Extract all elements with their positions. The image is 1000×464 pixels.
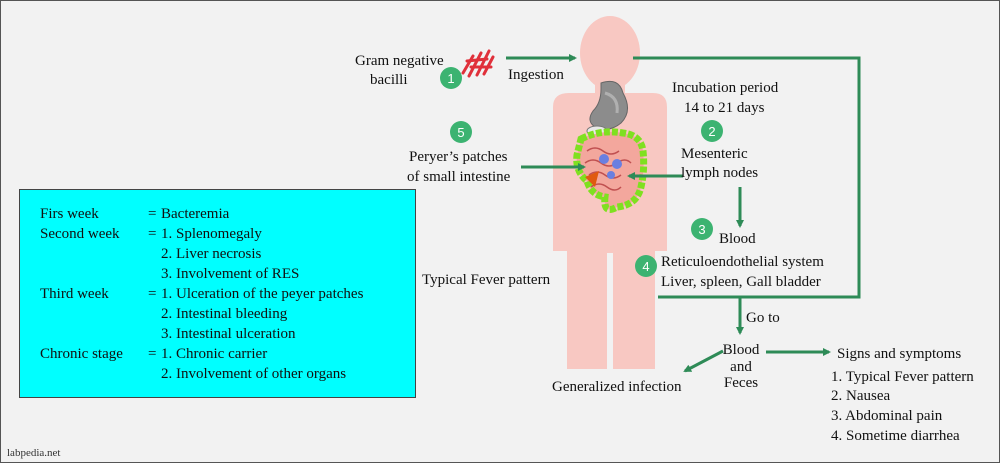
svg-text:1: 1 (447, 71, 454, 86)
week-equals: = (148, 346, 157, 362)
generalized-infection-label: Generalized infection (552, 379, 682, 395)
blood-feces-label-line2: and (730, 359, 752, 375)
step-badge-3: 3 (691, 218, 713, 240)
blood-feces-label-line1: Blood (723, 342, 760, 358)
bacteria-icon (461, 49, 495, 78)
week-equals: = (148, 226, 157, 242)
step-badge-4: 4 (635, 255, 657, 277)
bacteria-label-line2: bacilli (370, 72, 408, 88)
week-text: 2. Liver necrosis (161, 246, 262, 262)
signs-title: Signs and symptoms (837, 346, 961, 362)
week-equals: = (148, 206, 157, 222)
week-text: 1. Chronic carrier (161, 346, 268, 362)
week-text: Bacteremia (161, 206, 230, 222)
sign-item: 1. Typical Fever pattern (831, 369, 974, 385)
week-text: 2. Involvement of other organs (161, 366, 347, 382)
week-equals: = (148, 286, 157, 302)
week-label: Second week (40, 226, 120, 242)
week-text: 3. Intestinal ulceration (161, 326, 296, 342)
generalized-arrow (683, 349, 724, 373)
peyers-label-line2: of small intestine (407, 169, 511, 185)
week-text: 3. Involvement of RES (161, 266, 300, 282)
intestine-illustration (573, 128, 648, 213)
blood-label: Blood (719, 231, 756, 247)
weekly-stages-box: Firs week = Bacteremia Second week = 1. … (19, 189, 416, 398)
step-badge-1: 1 (440, 67, 462, 89)
res-label-line2: Liver, spleen, Gall bladder (661, 274, 821, 290)
watermark: labpedia.net (7, 447, 60, 459)
week-text: 1. Ulceration of the peyer patches (161, 286, 364, 302)
sign-item: 3. Abdominal pain (831, 408, 943, 424)
week-row: Chronic stage = 1. Chronic carrier (20, 344, 415, 364)
peyers-label-line1: Peryer’s patches (409, 149, 508, 165)
go-to-label: Go to (746, 310, 780, 326)
week-row: 2. Intestinal bleeding (20, 304, 415, 324)
res-label-line1: Reticuloendothelial system (661, 254, 824, 270)
sign-item: 2. Nausea (831, 388, 890, 404)
week-row: Firs week = Bacteremia (20, 204, 415, 224)
bacteria-label-line1: Gram negative (355, 53, 444, 69)
incubation-connector (633, 56, 861, 299)
week-row: 2. Involvement of other organs (20, 364, 415, 384)
step-badge-2: 2 (701, 120, 723, 142)
week-row: 2. Liver necrosis (20, 244, 415, 264)
week-row: Third week = 1. Ulceration of the peyer … (20, 284, 415, 304)
week-label: Firs week (40, 206, 99, 222)
week-row: 3. Intestinal ulceration (20, 324, 415, 344)
incubation-label-line1: Incubation period (672, 80, 779, 96)
week-label: Chronic stage (40, 346, 123, 362)
week-text: 2. Intestinal bleeding (161, 306, 288, 322)
svg-text:5: 5 (457, 125, 464, 140)
typical-fever-label: Typical Fever pattern (422, 272, 551, 288)
week-row: 3. Involvement of RES (20, 264, 415, 284)
mesenteric-label-line1: Mesenteric (681, 146, 748, 162)
mesenteric-label-line2: lymph nodes (681, 165, 758, 181)
incubation-label-line2: 14 to 21 days (684, 100, 765, 116)
svg-text:3: 3 (698, 222, 705, 237)
flow-arrows (506, 54, 861, 373)
ingestion-label: Ingestion (508, 67, 564, 83)
week-row: Second week = 1. Splenomegaly (20, 224, 415, 244)
blood-feces-label-line3: Feces (724, 375, 758, 391)
step-badge-5: 5 (450, 121, 472, 143)
sign-item: 4. Sometime diarrhea (831, 428, 960, 444)
svg-text:2: 2 (708, 124, 715, 139)
week-label: Third week (40, 286, 109, 302)
week-text: 1. Splenomegaly (161, 226, 262, 242)
svg-text:4: 4 (642, 259, 649, 274)
